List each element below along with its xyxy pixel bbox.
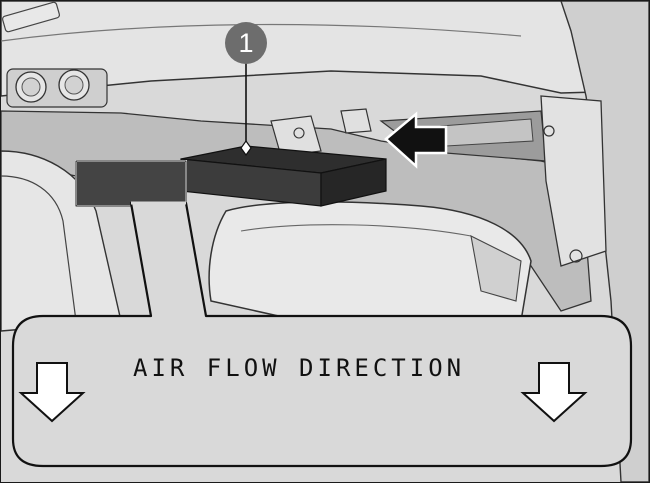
down-arrow-icon [520,362,588,423]
cabin-air-filter [75,145,387,207]
callout-number-badge: 1 [225,22,267,64]
bracket-bolt [543,125,555,137]
center-console [1,150,122,332]
magnified-callout-bubble [11,201,633,468]
latch-bracket [270,108,372,157]
side-bracket [540,95,607,267]
dashboard-vent-slot [1,1,61,33]
control-knobs [6,68,108,108]
left-arrow-icon [384,111,448,169]
air-flow-direction-label: AIR FLOW DIRECTION [133,354,466,382]
glove-box-hinge [470,235,522,302]
callout-leader-tip [240,139,252,157]
console-contour-line [1,175,77,322]
glove-box-door-edge [240,224,472,237]
down-arrow-icon [18,362,86,423]
bracket-bolt [569,249,583,263]
